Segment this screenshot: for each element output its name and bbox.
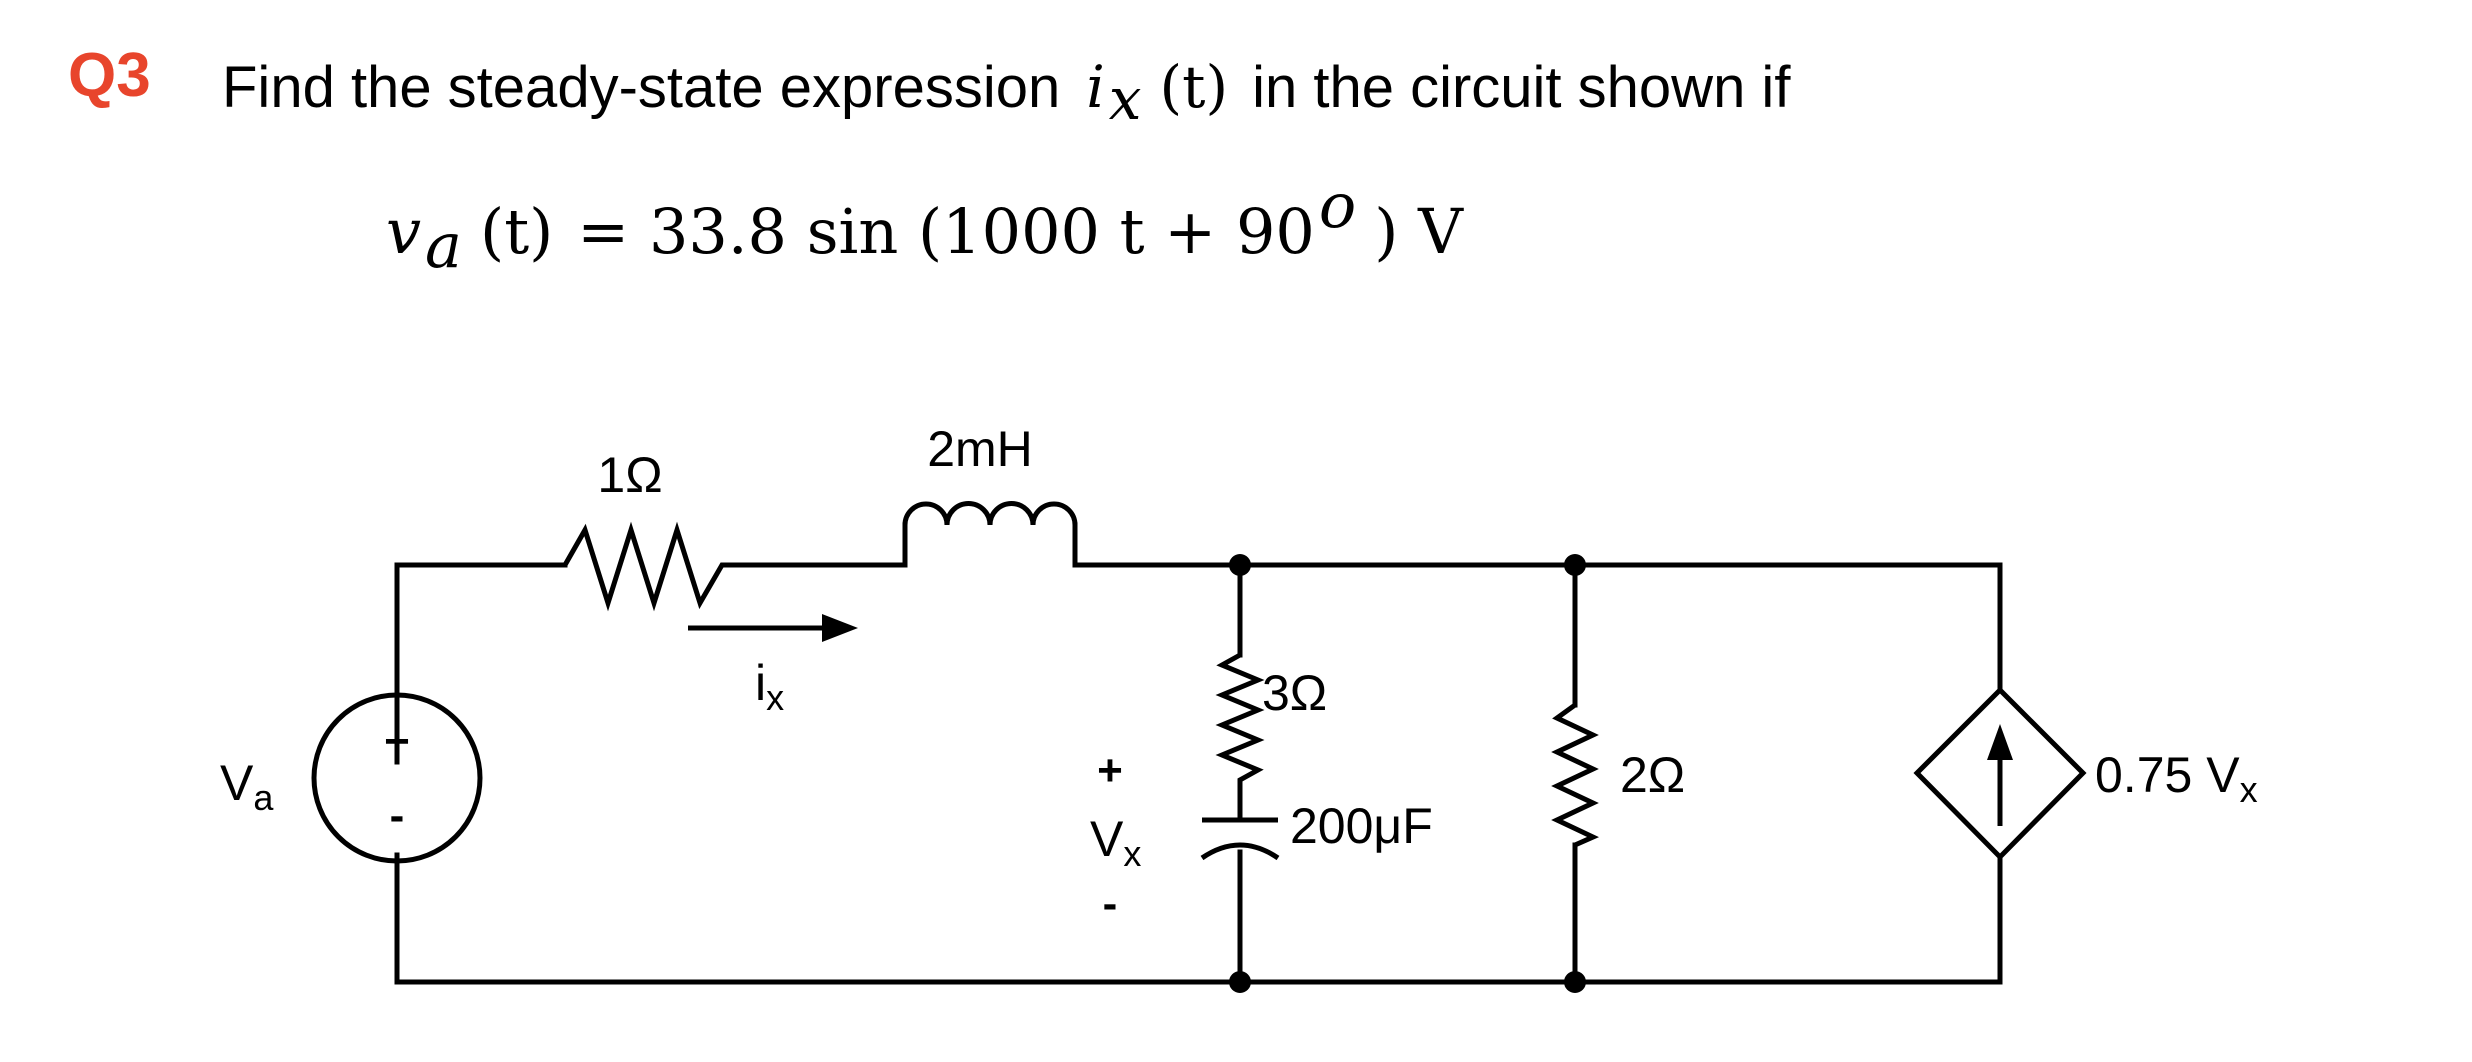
voltage-source-symbol	[311, 692, 483, 864]
node-bottom-1	[1229, 971, 1251, 993]
source-label: Va	[220, 755, 274, 818]
question-prompt: Find the steady-state expression i x (t)…	[222, 53, 1791, 133]
prompt-var-main: i	[1086, 53, 1105, 121]
vx-plus: +	[1097, 746, 1123, 795]
resistor-3-label: 3Ω	[1262, 665, 1327, 721]
eq-lhs-sub: a	[425, 209, 462, 282]
wire-left-top	[394, 562, 568, 765]
capacitor-plate-bottom	[1200, 842, 1280, 861]
question-number: Q3	[68, 41, 151, 110]
prompt-var-sub: x	[1109, 65, 1142, 133]
resistor-2-symbol	[1551, 702, 1600, 848]
wire-bottom	[394, 852, 2003, 985]
source-minus: -	[390, 791, 405, 840]
eq-lhs-main: v	[386, 195, 421, 268]
dependent-source-arrow-head	[1987, 724, 2013, 760]
eq-tail: ) V	[1374, 195, 1464, 268]
eq-lhs-arg: (t)	[480, 195, 553, 268]
vx-label: Vx	[1090, 811, 1141, 874]
vx-minus: -	[1103, 879, 1118, 928]
resistor-1-symbol	[562, 521, 740, 612]
resistor-1-label: 1Ω	[597, 447, 662, 503]
inductor-symbol	[902, 501, 1078, 526]
resistor-3-symbol	[1215, 652, 1265, 795]
resistor-2-label: 2Ω	[1620, 747, 1685, 803]
node-top-1	[1229, 554, 1251, 576]
dependent-current-source-symbol	[1913, 686, 2087, 861]
node-bottom-2	[1564, 971, 1586, 993]
dependent-source-label: 0.75 Vx	[2095, 747, 2258, 810]
node-top-2	[1564, 554, 1586, 576]
prompt-text-before: Find the steady-state expression	[222, 55, 1060, 120]
source-plus: +	[384, 717, 410, 766]
prompt-text-after: in the circuit shown if	[1252, 55, 1791, 120]
eq-rhs: = 33.8 sin (1000 t + 90	[577, 195, 1315, 268]
current-label: ix	[755, 655, 784, 718]
wire-r1-to-inductor	[737, 522, 908, 568]
inductor-label: 2mH	[927, 421, 1033, 477]
wire-top-right	[1072, 522, 2003, 693]
capacitor-label: 200μF	[1290, 798, 1433, 854]
source-equation: v a (t) = 33.8 sin (1000 t + 90 o ) V	[386, 169, 1464, 282]
eq-degree: o	[1319, 169, 1356, 242]
prompt-var-arg: (t)	[1160, 53, 1229, 121]
current-arrow-head	[822, 614, 858, 642]
